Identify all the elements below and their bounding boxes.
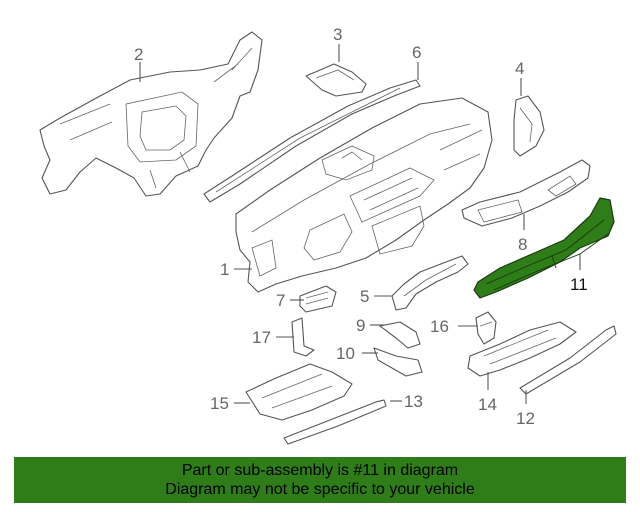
callout-2: 2 [134,45,143,64]
part-15-lower-cover[interactable] [245,363,353,421]
info-banner: Part or sub-assembly is #11 in diagram D… [14,457,626,503]
callout-16: 16 [430,317,449,336]
callout-6: 6 [412,43,421,62]
callout-7: 7 [276,291,285,310]
banner-line-1: Part or sub-assembly is #11 in diagram [181,462,459,479]
callout-17: 17 [252,328,271,347]
callout-14: 14 [478,395,497,414]
callout-10: 10 [336,344,355,363]
callout-8: 8 [518,235,527,254]
callout-12: 12 [516,409,535,428]
callout-15: 15 [210,394,229,413]
parts-diagram: 2 3 6 4 8 11 1 5 7 9 16 17 10 14 12 15 1… [39,25,617,445]
part-7-vent[interactable] [299,285,337,313]
part-17-mount-bracket[interactable] [291,317,315,357]
part-14-floor-trim[interactable] [467,321,577,377]
callout-5: 5 [360,287,369,306]
banner-line-2: Diagram may not be specific to your vehi… [165,481,475,498]
part-6-trim-strip[interactable] [203,79,421,203]
part-2-support-beam[interactable] [39,31,263,197]
callout-4: 4 [515,59,524,78]
part-1-instrument-panel[interactable] [235,97,493,293]
part-11-trim-panel-highlighted[interactable] [473,197,615,299]
part-4-side-panel[interactable] [513,95,545,157]
part-5-glovebox-trim[interactable] [391,255,469,311]
part-8-upper-trim[interactable] [461,159,591,227]
callout-numbers: 2 3 6 4 8 11 1 5 7 9 16 17 10 14 12 15 1… [134,25,588,428]
part-10-lower-bracket[interactable] [373,347,423,377]
leader-lines [139,44,581,404]
part-3-trim-cover[interactable] [305,63,367,97]
callout-13: 13 [404,392,423,411]
part-12-trim-strip[interactable] [519,325,617,395]
part-9-bracket[interactable] [379,321,421,349]
callout-3: 3 [333,25,342,44]
part-13-rod[interactable] [283,399,387,445]
callout-11: 11 [570,275,588,294]
part-16-clip[interactable] [475,311,497,345]
callout-9: 9 [356,316,365,335]
callout-1: 1 [220,260,229,279]
